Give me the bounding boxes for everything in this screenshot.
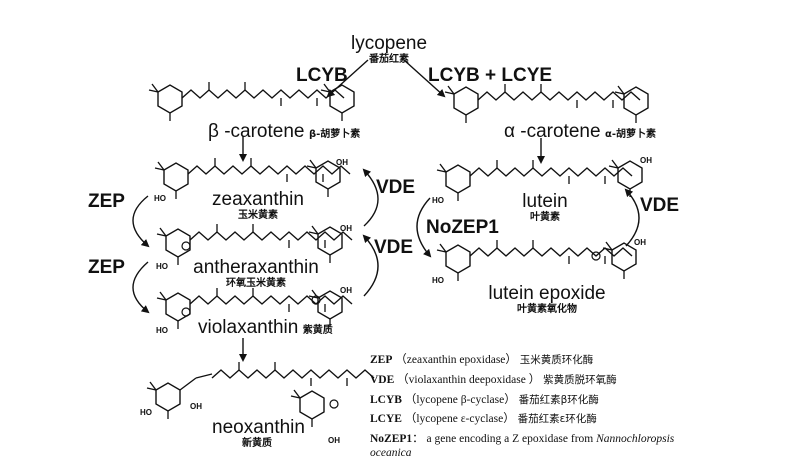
legend-desc-italic-2: oceanica <box>370 446 412 459</box>
oh-label-violaxanthin: OH <box>340 286 352 295</box>
lutein-epoxide-structure <box>436 239 637 282</box>
lutein-cn: 叶黄素 <box>530 212 560 223</box>
violaxanthin-structure <box>156 287 353 330</box>
enzyme-vde-1: VDE <box>376 177 416 198</box>
neoxanthin-name: neoxanthin <box>212 417 305 438</box>
antheraxanthin-structure <box>156 223 353 266</box>
legend-row: VDE （violaxanthin deepoxidase ） 紫黄质脱环氧酶 <box>370 374 674 388</box>
oh-label-neoxanthin-2: OH <box>328 436 340 445</box>
legend-desc: ： a gene encoding a Z epoxidase from <box>412 433 594 446</box>
zeaxanthin-cn: 玉米黄素 <box>238 210 278 221</box>
enzyme-nozep1: NoZEP1 <box>426 217 499 238</box>
neoxanthin-structure <box>146 361 375 428</box>
ho-label-lutein-epoxide: HO <box>432 276 444 285</box>
oh-label-antheraxanthin: OH <box>340 224 352 233</box>
legend-row: ZEP （zeaxanthin epoxidase） 玉米黄质环化酶 <box>370 354 674 368</box>
ho-label-lutein: HO <box>432 196 444 205</box>
lutein-name: lutein <box>522 191 568 212</box>
enzyme-lcyb-lcye: LCYB + LCYE <box>428 65 553 86</box>
enzyme-vde-3: VDE <box>640 195 680 216</box>
ho-label-antheraxanthin: HO <box>156 262 168 271</box>
legend-row: LCYE （lycopene ε-cyclase） 番茄红素ε环化酶 <box>370 413 674 427</box>
oh-label-lutein-epoxide: OH <box>634 238 646 247</box>
legend-desc: （lycopene ε-cyclase） <box>404 413 515 426</box>
lutein-epoxide-cn: 叶黄素氧化物 <box>517 304 577 315</box>
antheraxanthin-cn: 环氧玉米黄素 <box>226 278 286 289</box>
legend-cn: 番茄红素β环化酶 <box>518 393 599 406</box>
legend-cn: 番茄红素ε环化酶 <box>517 413 597 426</box>
legend-desc-italic: Nannochloropsis <box>596 433 675 446</box>
oh-label-zeaxanthin: OH <box>336 158 348 167</box>
beta-carotene-label: β -carotene β-胡萝卜素 <box>208 122 360 142</box>
legend-desc: （lycopene β-cyclase） <box>404 393 516 406</box>
legend-desc: （zeaxanthin epoxidase） <box>395 354 517 366</box>
ho-label-zeaxanthin: HO <box>154 194 166 203</box>
lutein-epoxide-name: lutein epoxide <box>488 283 606 304</box>
legend-abbr: LCYE <box>370 413 402 426</box>
ho-label-violaxanthin: HO <box>156 326 168 335</box>
enzyme-vde-2: VDE <box>374 237 414 258</box>
legend-abbr: VDE <box>370 373 395 386</box>
legend-abbr: NoZEP1 <box>370 433 413 446</box>
violaxanthin-cn: 紫黄质 <box>302 325 333 336</box>
neoxanthin-cn: 新黄质 <box>242 438 272 449</box>
lycopene-cn: 番茄红素 <box>369 54 409 65</box>
alpha-carotene-name: α -carotene <box>504 121 601 142</box>
enzyme-lcyb: LCYB <box>296 65 348 86</box>
antheraxanthin-name: antheraxanthin <box>193 257 319 278</box>
violaxanthin-name: violaxanthin <box>198 317 299 338</box>
neoxanthin-label: neoxanthin 新黄质 <box>212 417 305 449</box>
legend-row: NoZEP1： a gene encoding a Z epoxidase fr… <box>370 433 674 461</box>
oh-label-lutein: OH <box>640 156 652 165</box>
alpha-carotene-structure <box>444 83 649 124</box>
ho-label-neoxanthin: HO <box>140 408 152 417</box>
alpha-carotene-cn: α-胡萝卜素 <box>604 129 657 140</box>
legend-abbr: LCYB <box>370 393 402 406</box>
legend-row: LCYB （lycopene β-cyclase） 番茄红素β环化酶 <box>370 394 674 408</box>
lycopene-name: lycopene <box>350 33 428 54</box>
zeaxanthin-label: zeaxanthin 玉米黄素 <box>208 190 308 221</box>
legend-cn: 玉米黄质环化酶 <box>519 354 594 366</box>
arrows <box>132 59 640 362</box>
lutein-epoxide-label: lutein epoxide 叶黄素氧化物 <box>482 284 612 315</box>
enzyme-zep-2: ZEP <box>88 257 125 278</box>
enzyme-zep-1: ZEP <box>88 191 125 212</box>
antheraxanthin-label: antheraxanthin 环氧玉米黄素 <box>186 258 326 289</box>
zeaxanthin-name: zeaxanthin <box>212 189 304 210</box>
legend-cn: 紫黄质脱环氧酶 <box>543 373 617 386</box>
alpha-carotene-label: α -carotene α-胡萝卜素 <box>504 122 656 142</box>
legend-desc: （violaxanthin deepoxidase ） <box>397 373 541 386</box>
beta-carotene-name: β -carotene <box>208 121 305 142</box>
legend-abbr: ZEP <box>370 354 393 366</box>
oh-label-neoxanthin-1: OH <box>190 402 202 411</box>
beta-carotene-structure <box>148 81 355 122</box>
violaxanthin-label: violaxanthin 紫黄质 <box>198 318 333 338</box>
lycopene-label: lycopene 番茄红素 <box>346 34 432 65</box>
legend: ZEP （zeaxanthin epoxidase） 玉米黄质环化酶 VDE （… <box>370 354 674 461</box>
lutein-label: lutein 叶黄素 <box>510 192 580 223</box>
beta-carotene-cn: β-胡萝卜素 <box>308 129 361 140</box>
